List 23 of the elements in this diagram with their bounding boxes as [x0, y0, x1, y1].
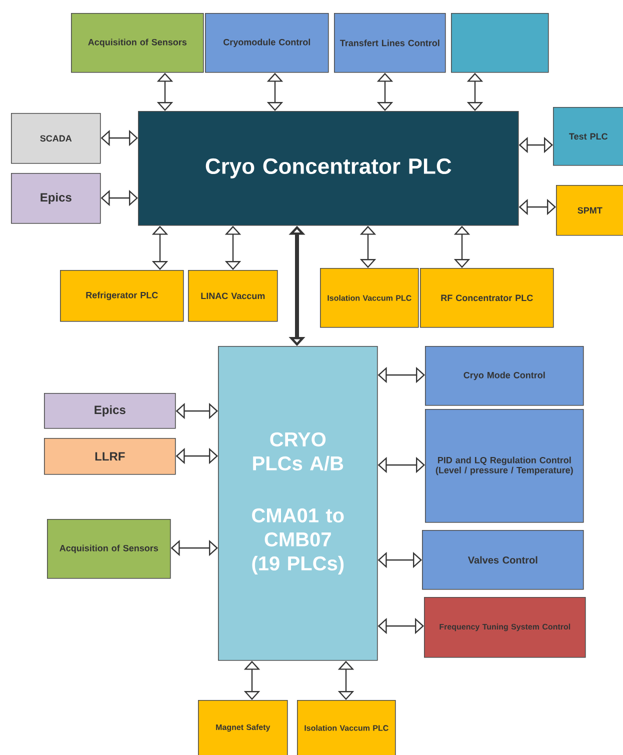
process-box: Isolation Vaccum PLC — [297, 700, 396, 755]
process-box: PID and LQ Regulation Control (Level / pressure / Temperature) — [425, 409, 584, 523]
process-box: Valves Control — [422, 530, 584, 590]
process-box: Cryomodule Control — [205, 13, 329, 73]
process-box: SPMT — [556, 185, 623, 236]
process-box: LINAC Vaccum — [188, 270, 278, 322]
process-box: Cryo Mode Control — [425, 346, 584, 406]
process-box: Magnet Safety — [198, 700, 288, 755]
process-box: Epics — [11, 173, 101, 224]
process-box: Test PLC — [553, 107, 623, 166]
controller-box: Cryo Concentrator PLC — [138, 111, 519, 226]
process-box: Transfert Lines Control — [334, 13, 446, 73]
process-box: Isolation Vaccum PLC — [320, 268, 419, 328]
controller-box: CRYO PLCs A/B CMA01 to CMB07 (19 PLCs) — [218, 346, 378, 661]
process-box: Acquisition of Sensors — [47, 519, 171, 579]
process-box: Refrigerator PLC — [60, 270, 184, 322]
process-box: Frequency Tuning System Control — [424, 597, 586, 658]
process-box: RF Concentrator PLC — [420, 268, 554, 328]
process-box: Epics — [44, 393, 176, 429]
process-box: SCADA — [11, 113, 101, 164]
box — [451, 13, 549, 73]
process-box: Acquisition of Sensors — [71, 13, 204, 73]
process-box: LLRF — [44, 438, 176, 475]
